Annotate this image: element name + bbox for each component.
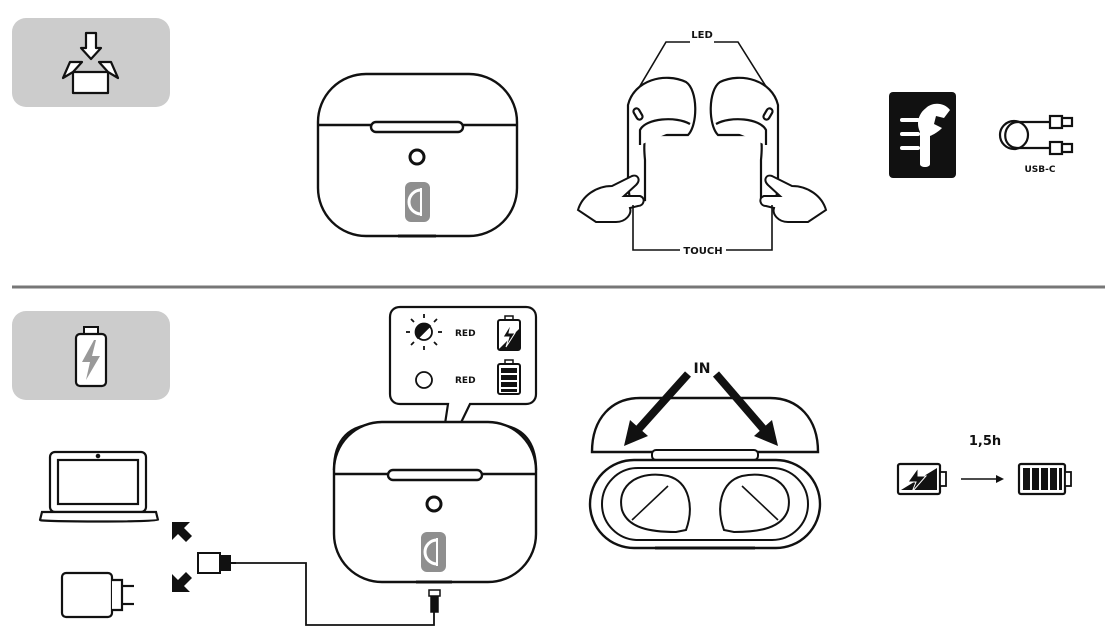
charging-badge — [12, 311, 170, 400]
wall-adapter-icon — [60, 571, 134, 619]
charge-time-indicator: 1,5h — [896, 434, 1072, 496]
arrow-to-adapter-icon — [172, 572, 192, 592]
charging-cable — [236, 562, 435, 626]
arrow-in-left-icon — [624, 371, 691, 446]
usb-c-label: USB-C — [1025, 165, 1056, 175]
usb-c-cable-icon — [998, 114, 1074, 156]
hand-left-icon — [576, 174, 645, 223]
usb-c-plug-icon — [428, 589, 441, 613]
charging-case-illustration — [332, 420, 538, 584]
earbud-right — [709, 76, 780, 202]
closed-case-illustration — [316, 72, 519, 238]
arrow-to-laptop-icon — [172, 522, 192, 542]
battery-empty-icon — [896, 462, 947, 496]
earbuds-illustration: LED TOUCH — [576, 30, 828, 257]
status-row-2-label: RED — [455, 376, 476, 386]
usb-plug-icon — [197, 552, 236, 574]
brand-logo-icon — [421, 532, 446, 572]
brand-logo-icon — [405, 182, 430, 222]
battery-charging-small-icon — [497, 315, 521, 351]
status-row-1-label: RED — [455, 329, 476, 339]
battery-full-icon — [1017, 462, 1072, 496]
unboxing-badge — [12, 18, 170, 107]
earbud-left — [626, 76, 697, 202]
open-case-illustration: IN — [588, 361, 822, 550]
arrow-in-right-icon — [712, 371, 778, 446]
arrow-right-icon — [961, 475, 1004, 483]
led-blinking-icon — [406, 314, 442, 350]
battery-charging-icon — [74, 326, 108, 388]
open-box-icon — [61, 31, 120, 95]
insert-label: IN — [694, 361, 711, 377]
laptop-icon — [38, 450, 160, 523]
led-label: LED — [691, 30, 713, 41]
settings-wrench-icon — [889, 92, 956, 178]
led-off-icon — [415, 371, 433, 389]
charge-time-label: 1,5h — [969, 434, 1001, 449]
hand-right-icon — [759, 174, 828, 223]
touch-label: TOUCH — [683, 246, 722, 257]
battery-full-small-icon — [497, 359, 521, 395]
